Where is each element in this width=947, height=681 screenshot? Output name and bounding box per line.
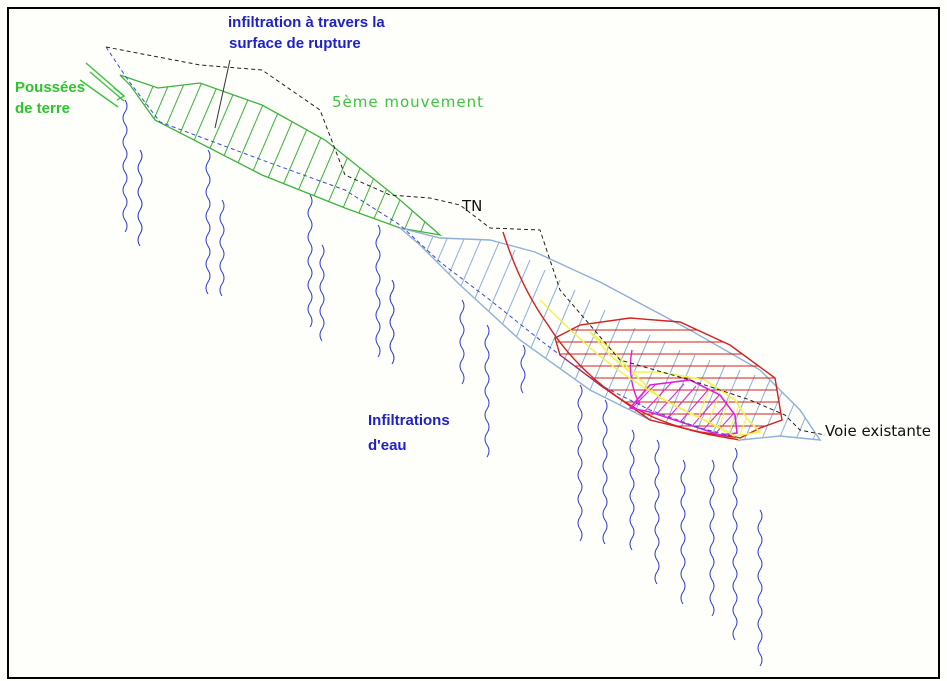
earth-pressure-arrows (79, 62, 126, 108)
earth-pressure-label-line2: de terre (15, 100, 70, 117)
rupture-surface-line (105, 46, 741, 439)
water-infiltration-label-line2: d'eau (368, 437, 407, 454)
infiltration-rupture-label-line2: surface de rupture (229, 35, 361, 52)
water-infiltration-label-line1: Infiltrations (368, 412, 450, 429)
drawing-frame (7, 7, 940, 679)
water-infiltration-lines (122, 99, 763, 667)
red-slide-zone (502, 231, 783, 441)
label-pointer-line (214, 59, 231, 129)
earth-pressure-label-line1: Poussées (15, 79, 85, 96)
movement-label: 5ème mouvement (332, 93, 484, 111)
natural-terrain-line (105, 46, 826, 436)
yellow-slide-zone (589, 331, 762, 437)
existing-road-label: Voie existante (825, 422, 931, 440)
blue-slide-zone (399, 227, 822, 441)
infiltration-rupture-label-line1: infiltration à travers la (228, 14, 385, 31)
tn-label: TN (461, 197, 482, 215)
yellow-rupture-line (539, 299, 741, 441)
